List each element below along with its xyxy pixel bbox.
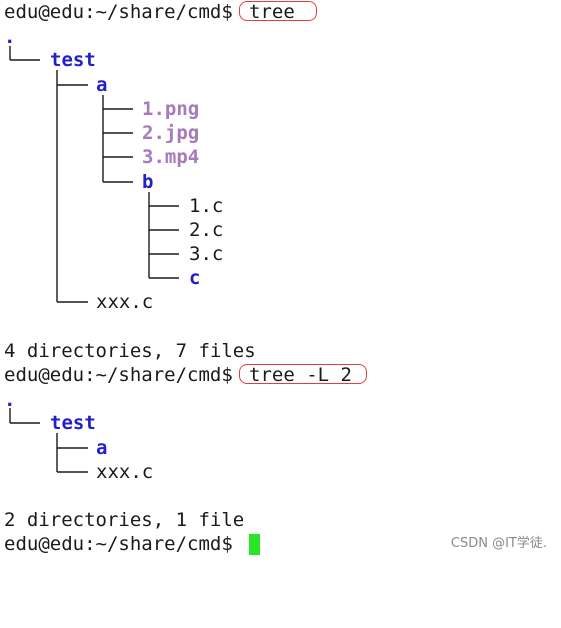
tree-entry-3c: 3.c [4, 242, 223, 266]
dir-b: b [142, 171, 154, 193]
text-cursor [249, 534, 260, 555]
summary-text: 2 directories, 1 file [4, 509, 245, 531]
prompt-text: edu@edu:~/share/cmd$ [4, 533, 233, 555]
summary-text: 4 directories, 7 files [4, 340, 256, 362]
file-3c: 3.c [189, 243, 224, 265]
tree-entry-1c: 1.c [4, 194, 223, 218]
tree-connectors [9, 46, 179, 473]
tree-entry-test: test [4, 48, 96, 72]
tree-entry-xxx: xxx.c [4, 290, 153, 314]
dir-c: c [189, 267, 201, 289]
root-dot: . [4, 389, 16, 411]
tree-root-2: . [4, 388, 50, 412]
tree-entry-a-2: a [4, 436, 107, 460]
command-highlight [239, 1, 317, 21]
tree-entry-test-2: test [4, 411, 96, 435]
tree-root: . [4, 25, 50, 49]
command-text: tree [249, 1, 295, 23]
watermark: CSDN @IT学徒. [450, 536, 547, 551]
tree-entry-c-dir: c [4, 266, 200, 290]
tree-entry-2c: 2.c [4, 218, 223, 242]
tree-entry-xxx-2: xxx.c [4, 460, 153, 484]
dir-a: a [96, 74, 108, 96]
tree-entry-3mp4: 3.mp4 [4, 145, 199, 169]
file-1png: 1.png [142, 98, 200, 120]
summary-line-2: 2 directories, 1 file [4, 508, 244, 532]
prompt-text: edu@edu:~/share/cmd$ [4, 364, 233, 386]
prompt-line-1: edu@edu:~/share/cmd$ tree [4, 0, 317, 24]
command-text: tree -L 2 [249, 364, 352, 386]
summary-line-1: 4 directories, 7 files [4, 339, 256, 363]
root-dot: . [4, 26, 16, 48]
prompt-text: edu@edu:~/share/cmd$ [4, 1, 233, 23]
command-highlight [239, 364, 367, 384]
file-xxx: xxx.c [96, 291, 154, 313]
file-3mp4: 3.mp4 [142, 146, 200, 168]
dir-test: test [50, 49, 96, 71]
file-2jpg: 2.jpg [142, 122, 200, 144]
tree-entry-1png: 1.png [4, 97, 199, 121]
tree-entry-a: a [4, 73, 107, 97]
tree-entry-b: b [4, 170, 153, 194]
file-xxx: xxx.c [96, 461, 154, 483]
dir-a: a [96, 437, 108, 459]
prompt-line-3[interactable]: edu@edu:~/share/cmd$ [4, 532, 260, 556]
dir-test: test [50, 412, 96, 434]
prompt-line-2: edu@edu:~/share/cmd$ tree -L 2 [4, 363, 367, 387]
file-1c: 1.c [189, 195, 224, 217]
tree-entry-2jpg: 2.jpg [4, 121, 199, 145]
file-2c: 2.c [189, 219, 224, 241]
